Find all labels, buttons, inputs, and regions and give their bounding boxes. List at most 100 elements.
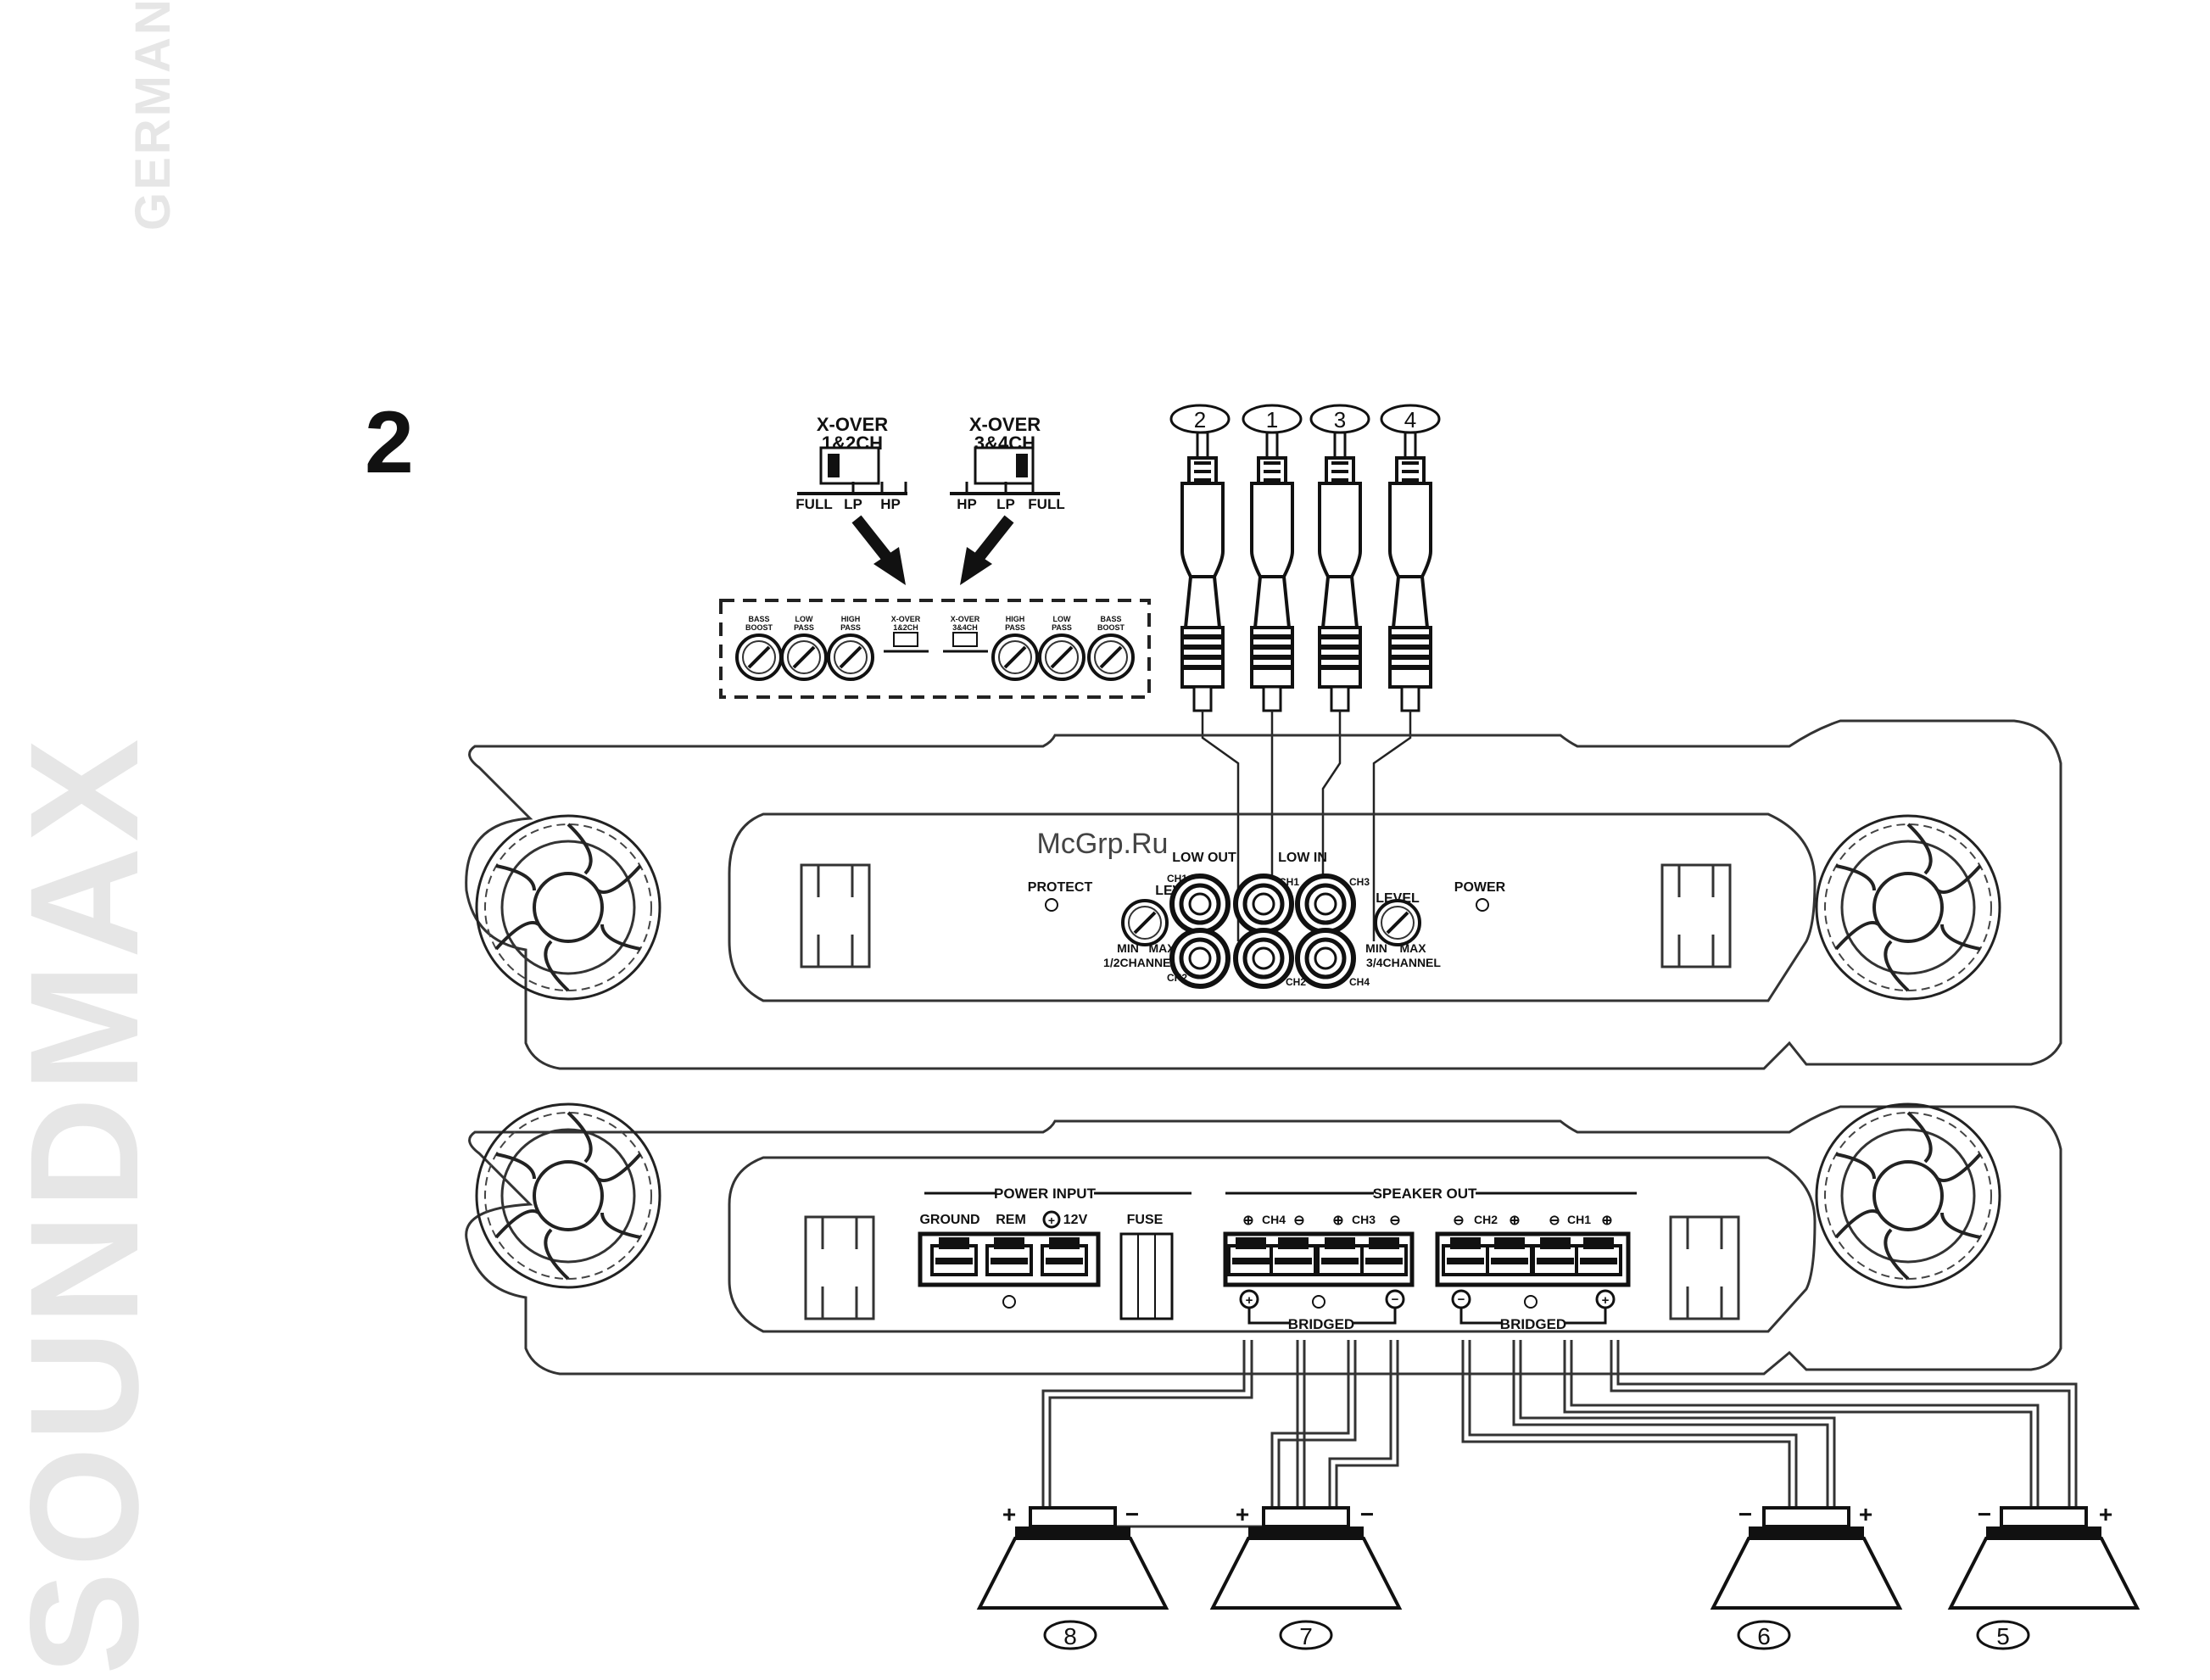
switch-xover-34: X-OVER 3&4CH	[943, 615, 988, 653]
svg-text:PASS: PASS	[1005, 623, 1025, 632]
speaker-7: + − 7	[1211, 1501, 1401, 1650]
svg-text:CH3: CH3	[1352, 1213, 1376, 1226]
svg-text:HIGH: HIGH	[841, 615, 861, 623]
svg-text:−: −	[1125, 1501, 1139, 1527]
svg-text:BRIDGED: BRIDGED	[1288, 1316, 1354, 1332]
svg-text:LP: LP	[996, 496, 1015, 512]
speakers: + − 8 + − 7 − + 6 − + 5	[978, 1501, 2139, 1650]
svg-text:BRIDGED: BRIDGED	[1500, 1316, 1566, 1332]
speaker-wires	[1041, 1340, 2078, 1535]
rca-cables	[1201, 711, 1412, 941]
svg-text:POWER: POWER	[1454, 880, 1506, 895]
svg-text:X-OVER: X-OVER	[951, 615, 980, 623]
svg-text:−: −	[1738, 1501, 1752, 1527]
svg-text:FUSE: FUSE	[1127, 1213, 1164, 1227]
svg-text:⊖: ⊖	[1453, 1214, 1464, 1228]
svg-text:⊕: ⊕	[1509, 1214, 1520, 1228]
svg-text:3/4CHANNEL: 3/4CHANNEL	[1366, 956, 1441, 969]
svg-text:MAX: MAX	[1399, 941, 1426, 955]
svg-text:LP: LP	[844, 496, 862, 512]
svg-text:CH2: CH2	[1167, 972, 1187, 984]
knob-low-pass-left: LOW PASS	[780, 615, 828, 681]
rca-number-3: 3	[1309, 404, 1370, 434]
svg-text:1/2CHANNEL: 1/2CHANNEL	[1103, 956, 1178, 969]
svg-text:3&4CH: 3&4CH	[952, 623, 978, 632]
svg-text:POWER INPUT: POWER INPUT	[994, 1186, 1097, 1202]
amp-rear-view: POWER INPUT GROUND REM + 12V FUSE SPEAKE…	[465, 1102, 2062, 1376]
svg-text:+: +	[1236, 1501, 1249, 1527]
svg-text:6: 6	[1757, 1623, 1771, 1649]
svg-text:8: 8	[1063, 1623, 1077, 1649]
svg-text:FULL: FULL	[1028, 496, 1064, 512]
svg-text:HP: HP	[957, 496, 977, 512]
svg-text:MIN: MIN	[1117, 941, 1139, 955]
svg-text:+: +	[1002, 1501, 1016, 1527]
svg-text:2: 2	[1194, 407, 1206, 433]
svg-text:⊕: ⊕	[1601, 1214, 1612, 1228]
svg-text:HP: HP	[880, 496, 901, 512]
svg-text:−: −	[1360, 1501, 1374, 1527]
svg-text:+: +	[1859, 1501, 1872, 1527]
switch-xover-12: X-OVER 1&2CH	[884, 615, 929, 653]
svg-text:−: −	[1392, 1292, 1399, 1307]
svg-text:BASS: BASS	[1100, 615, 1121, 623]
svg-text:GROUND: GROUND	[919, 1213, 979, 1227]
knob-high-pass-left: HIGH PASS	[827, 615, 874, 681]
svg-text:REM: REM	[996, 1213, 1026, 1227]
knob-low-pass-right: LOW PASS	[1038, 615, 1085, 681]
site-watermark: McGrp.Ru	[1037, 828, 1169, 860]
svg-text:−: −	[1458, 1292, 1465, 1307]
svg-text:BOOST: BOOST	[745, 623, 773, 632]
control-strip: BASS BOOST LOW PASS HIGH PASS X-OVER 1&2…	[719, 599, 1151, 699]
svg-text:HIGH: HIGH	[1006, 615, 1025, 623]
knob-high-pass-right: HIGH PASS	[991, 615, 1039, 681]
amp-front-view: PROTECT POWER LEVEL MIN MAX 1/2CHANNEL L…	[465, 719, 2062, 1070]
rca-plugs	[1180, 431, 1432, 712]
svg-text:LOW OUT: LOW OUT	[1172, 851, 1236, 865]
svg-text:⊕: ⊕	[1332, 1214, 1343, 1228]
svg-text:PASS: PASS	[1052, 623, 1072, 632]
svg-text:FULL: FULL	[795, 496, 832, 512]
svg-text:X-OVER: X-OVER	[891, 615, 921, 623]
svg-text:MIN: MIN	[1365, 941, 1387, 955]
svg-text:McGrp.Ru: McGrp.Ru	[1037, 828, 1169, 860]
svg-text:1&2CH: 1&2CH	[893, 623, 918, 632]
pointer-arrows	[851, 515, 1014, 585]
svg-text:BASS: BASS	[748, 615, 769, 623]
svg-text:⊖: ⊖	[1293, 1214, 1304, 1228]
xover-right-diagram: X-OVER 3&4CH HP LP FULL	[950, 414, 1065, 512]
knob-bass-boost-right: BASS BOOST	[1087, 615, 1135, 681]
knob-bass-boost-left: BASS BOOST	[735, 615, 783, 681]
rca-number-2: 2	[1169, 404, 1231, 434]
svg-text:⊕: ⊕	[1242, 1214, 1253, 1228]
rca-number-4: 4	[1380, 404, 1441, 434]
svg-text:−: −	[1978, 1501, 1991, 1527]
svg-text:CH1: CH1	[1567, 1213, 1591, 1226]
speaker-8: + − 8	[978, 1501, 1168, 1650]
svg-text:+: +	[1602, 1293, 1610, 1308]
svg-text:+: +	[1048, 1214, 1055, 1227]
svg-text:3: 3	[1334, 407, 1346, 433]
svg-text:5: 5	[1996, 1623, 2010, 1649]
svg-text:X-OVER: X-OVER	[817, 414, 888, 435]
svg-text:⊖: ⊖	[1389, 1214, 1400, 1228]
svg-text:CH4: CH4	[1349, 976, 1370, 988]
svg-text:PROTECT: PROTECT	[1028, 880, 1093, 895]
svg-text:12V: 12V	[1063, 1213, 1088, 1227]
rca-number-badges: 2 1 3 4	[1169, 404, 1441, 434]
svg-text:1: 1	[1266, 407, 1278, 433]
speaker-5: − + 5	[1949, 1501, 2139, 1650]
svg-text:PASS: PASS	[840, 623, 861, 632]
svg-text:LOW: LOW	[1053, 615, 1071, 623]
svg-text:LOW: LOW	[795, 615, 813, 623]
svg-text:LOW IN: LOW IN	[1278, 851, 1327, 865]
speaker-6: − + 6	[1711, 1501, 1901, 1650]
svg-text:X-OVER: X-OVER	[969, 414, 1041, 435]
svg-text:CH1: CH1	[1279, 876, 1299, 888]
xover-left-diagram: X-OVER 1&2CH FULL LP HP	[795, 414, 907, 512]
svg-text:⊖: ⊖	[1549, 1214, 1560, 1228]
figure-number: 2	[365, 393, 414, 492]
svg-text:SPEAKER OUT: SPEAKER OUT	[1373, 1186, 1477, 1202]
rca-number-1: 1	[1242, 404, 1303, 434]
